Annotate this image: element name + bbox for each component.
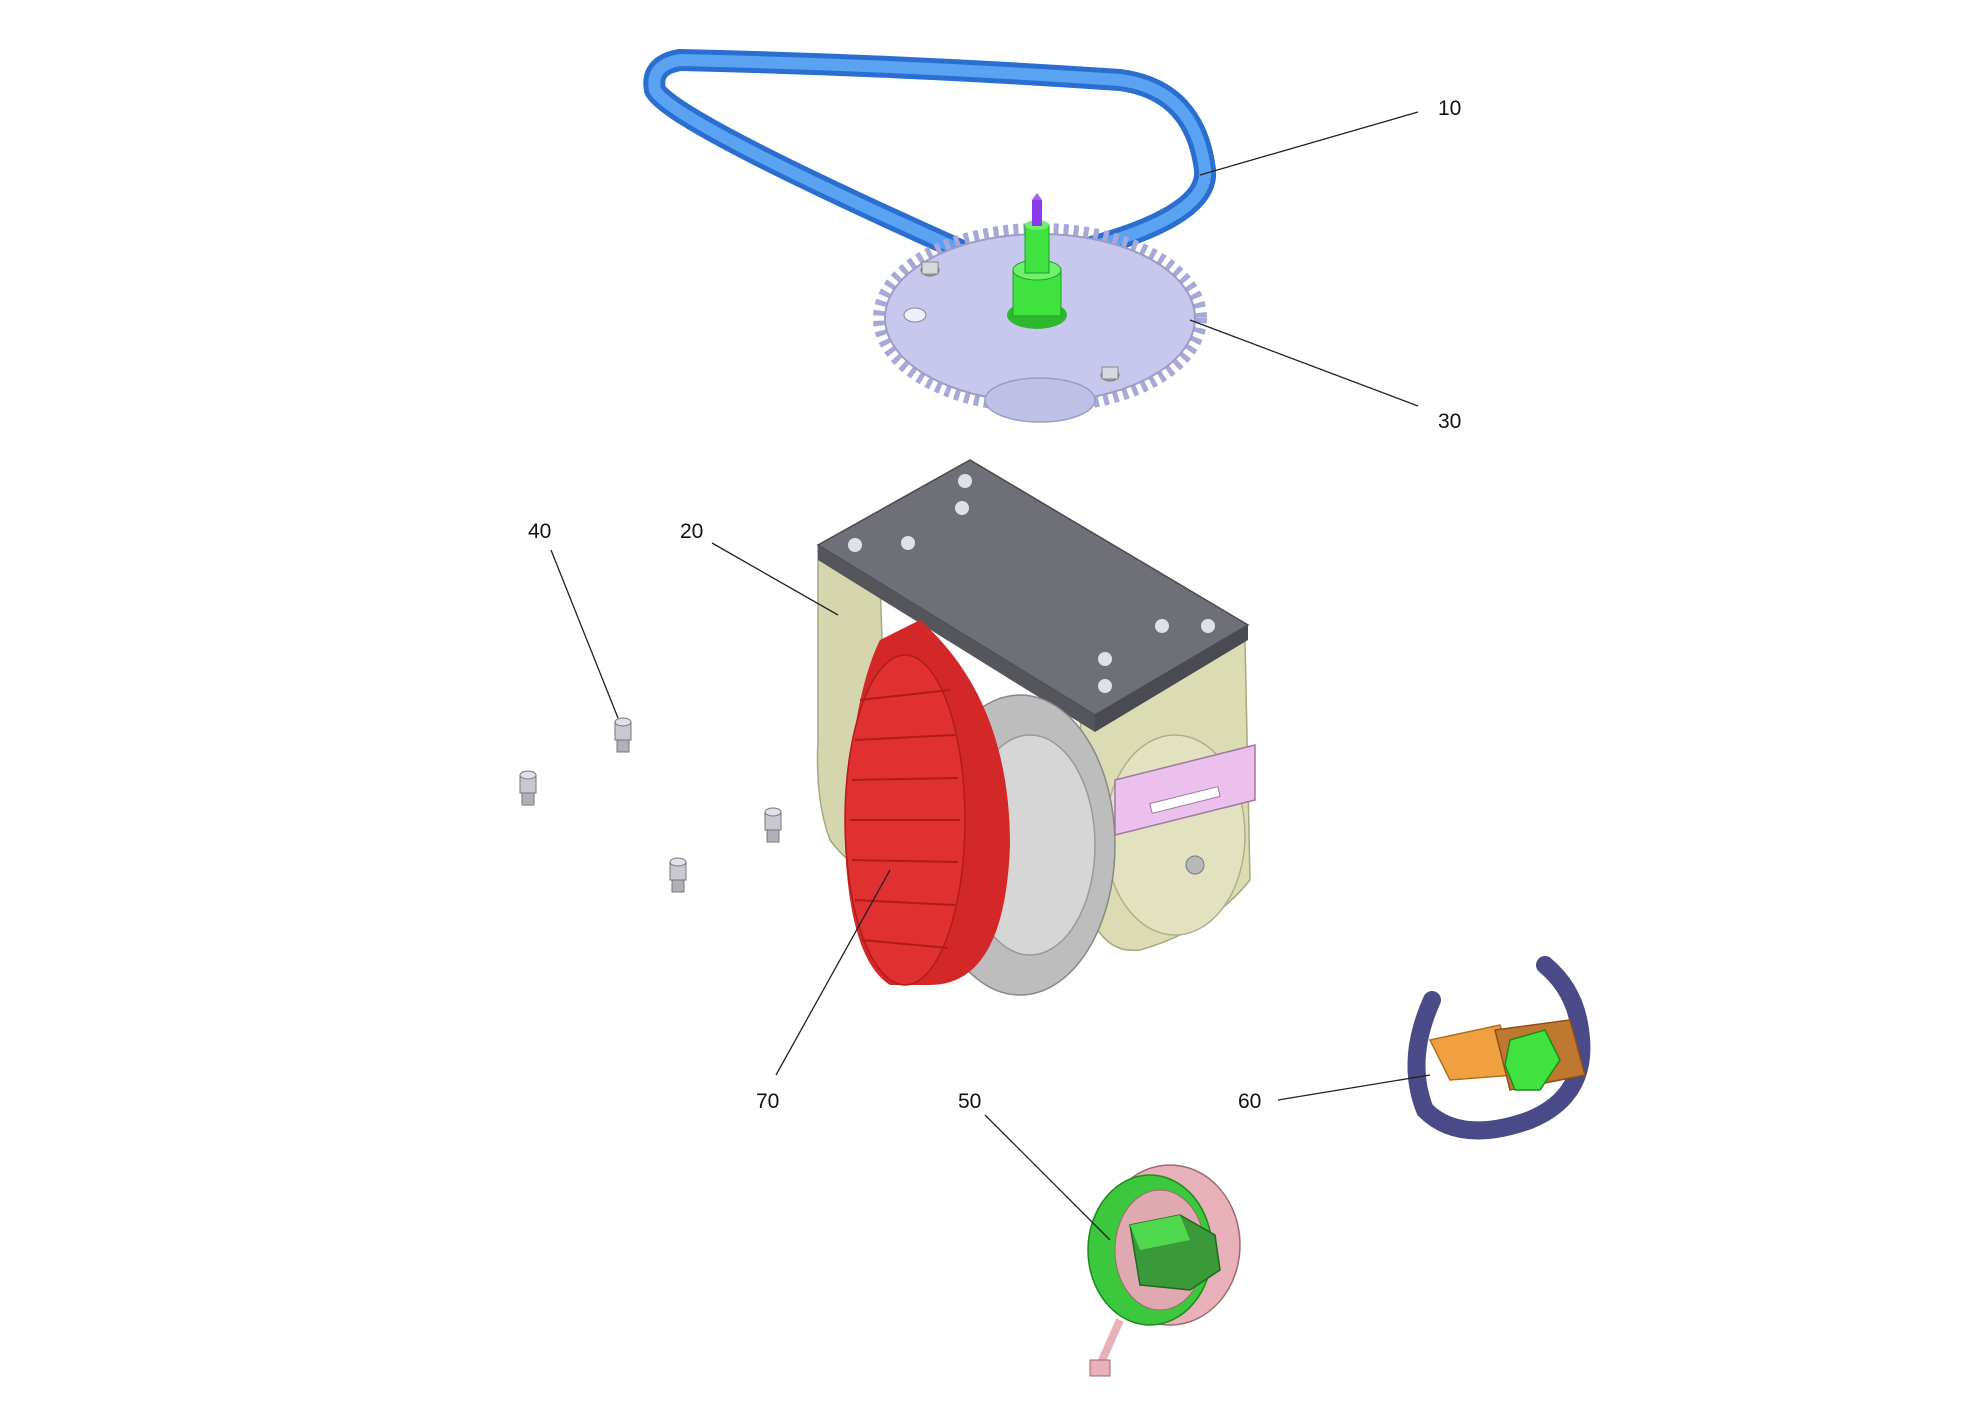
screw-set bbox=[519, 717, 782, 893]
caster-housing bbox=[816, 459, 1256, 952]
screw bbox=[669, 857, 687, 893]
callout-30: 30 bbox=[1438, 410, 1461, 433]
encoder-assembly bbox=[1087, 1164, 1241, 1377]
leader-lines bbox=[550, 111, 1431, 1241]
callout-labels: 10 20 30 40 50 60 70 bbox=[528, 97, 1461, 1113]
leader-10 bbox=[1199, 111, 1419, 176]
callout-40: 40 bbox=[528, 520, 551, 543]
leader-30 bbox=[1189, 319, 1419, 407]
bracket-assembly bbox=[1407, 956, 1591, 1140]
leader-40 bbox=[550, 549, 619, 719]
callout-10: 10 bbox=[1438, 97, 1461, 120]
leader-70 bbox=[775, 869, 891, 1076]
drive-belt bbox=[643, 49, 1217, 273]
screw bbox=[614, 717, 632, 753]
leader-20 bbox=[711, 542, 839, 616]
callout-20: 20 bbox=[680, 520, 703, 543]
callout-50: 50 bbox=[958, 1090, 981, 1113]
leader-50 bbox=[984, 1114, 1111, 1241]
screw bbox=[764, 807, 782, 843]
wheel bbox=[844, 620, 1116, 996]
callout-60: 60 bbox=[1238, 1090, 1261, 1113]
callout-70: 70 bbox=[756, 1090, 779, 1113]
leader-60 bbox=[1277, 1074, 1431, 1101]
screw bbox=[519, 770, 537, 806]
sprocket-assembly bbox=[873, 193, 1207, 423]
